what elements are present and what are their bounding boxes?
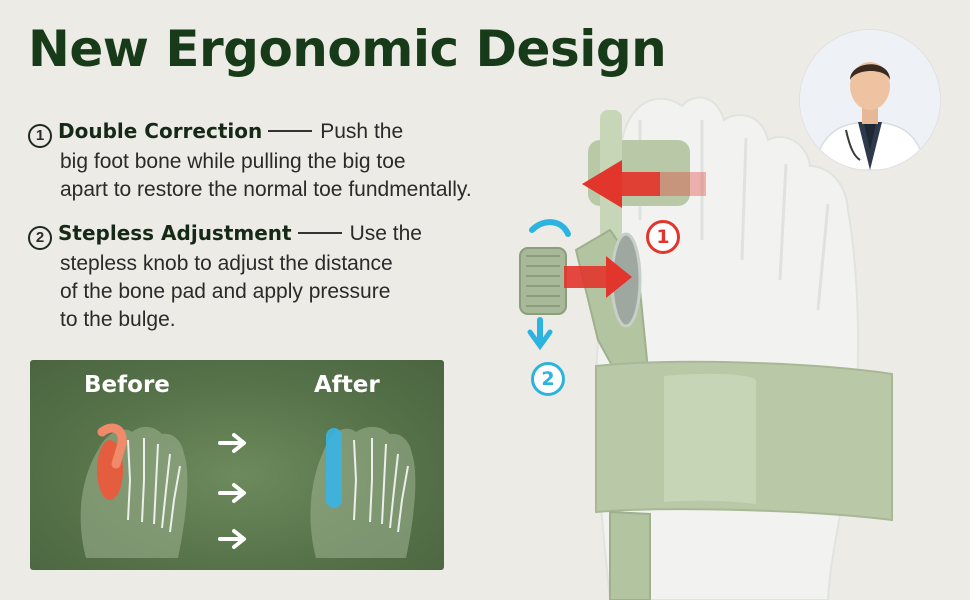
bunion-foot-before-icon (80, 423, 188, 558)
feature-text: of the bone pad and apply pressure (60, 280, 391, 303)
right-arrow-icon (218, 433, 246, 453)
before-after-panel: Before After (30, 360, 444, 570)
corrected-toe-highlight (326, 428, 342, 508)
foot-after-icon (310, 426, 416, 558)
step-2-badge: 2 (531, 362, 565, 396)
after-label: After (314, 372, 380, 398)
dash-divider (297, 232, 342, 234)
before-label: Before (84, 372, 170, 398)
feature-title: Double Correction (58, 119, 263, 143)
feature-number-badge: 1 (28, 124, 52, 148)
right-arrow-icon (218, 529, 246, 549)
dash-divider (268, 130, 313, 132)
feature-title: Stepless Adjustment (58, 221, 292, 245)
step-1-badge: 1 (646, 220, 680, 254)
adjustment-knob (519, 247, 567, 315)
feature-text: apart to restore the normal toe fundment… (60, 178, 472, 201)
feature-text: Push the (320, 120, 404, 143)
feature-number-badge: 2 (28, 226, 52, 250)
feature-text: to the bulge. (60, 308, 176, 331)
feature-text: big foot bone while pulling the big toe (60, 150, 406, 173)
headline: New Ergonomic Design (28, 20, 667, 78)
doctor-avatar-icon (800, 30, 940, 170)
feature-text: Use the (349, 222, 422, 245)
right-arrow-icon (218, 483, 246, 503)
feature-text: stepless knob to adjust the distance (60, 252, 393, 275)
